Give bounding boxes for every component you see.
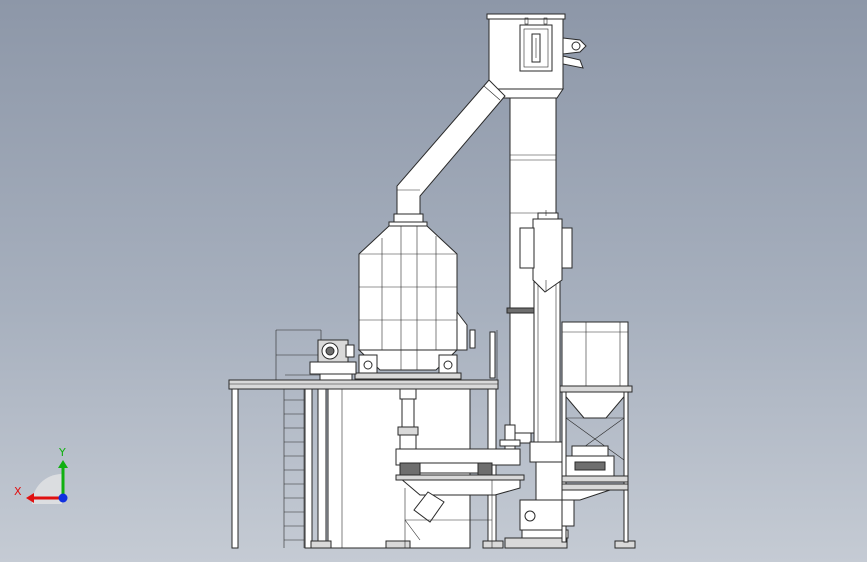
y-axis-head (58, 460, 68, 468)
storage-bin[interactable] (354, 225, 496, 380)
feed-spout (397, 388, 419, 450)
x-axis-head (26, 493, 34, 503)
discharge-nozzle (413, 491, 445, 523)
bucket-elevator[interactable] (486, 13, 587, 549)
elevator-casing-lower (509, 312, 535, 434)
bin-body (358, 225, 458, 351)
z-axis-indicator (58, 493, 68, 503)
main-platform-deck (228, 379, 499, 390)
elevator-head-cap (486, 13, 566, 20)
right-hopper-station[interactable] (559, 321, 633, 543)
ladder (283, 389, 305, 548)
intermediate-hopper (532, 218, 563, 293)
x-axis-label: X (14, 485, 22, 498)
drive-motor[interactable] (309, 339, 357, 381)
vibrating-screen[interactable] (395, 424, 525, 548)
elevator-origin-marker (543, 210, 549, 216)
discharge-chute (388, 79, 506, 229)
inspection-door (519, 24, 553, 72)
coordinate-triad[interactable]: X Y (10, 438, 90, 518)
right-bin (561, 321, 629, 387)
y-axis-label: Y (58, 446, 66, 459)
